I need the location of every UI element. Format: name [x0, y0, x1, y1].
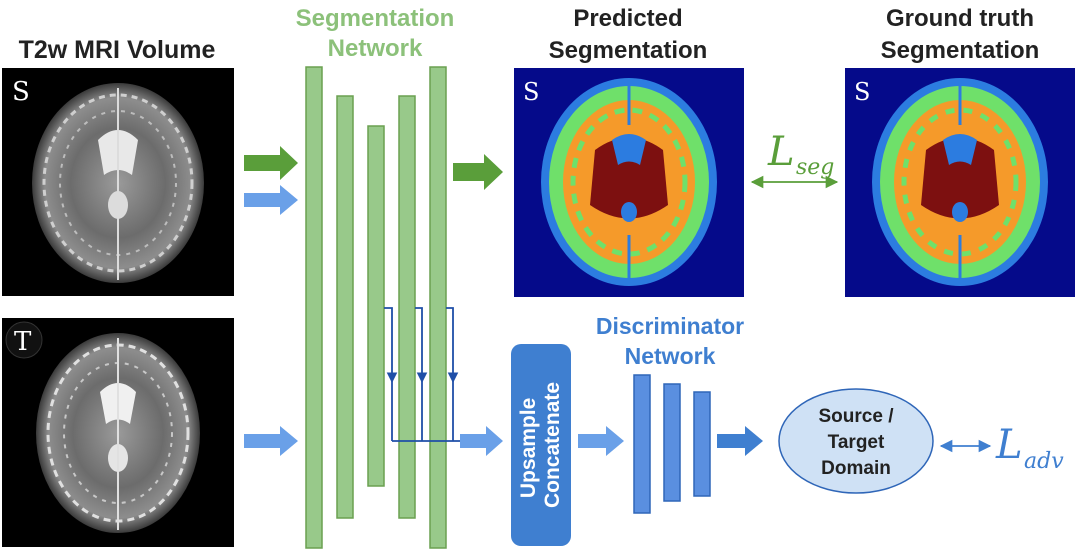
domain-label-line2: Target [828, 432, 885, 453]
adv-loss-symbol: L [995, 422, 1023, 468]
ground-truth-tag: S [854, 78, 870, 106]
target-tag: T [14, 327, 32, 357]
discriminator-layer-3 [693, 391, 711, 497]
seg-loss-subscript: seg [796, 155, 834, 180]
discriminator-layer-1 [633, 374, 651, 514]
predicted-title-line2: Segmentation [549, 37, 708, 64]
predicted-segmentation-image: S [514, 68, 744, 297]
segnet-layer-1 [305, 66, 323, 549]
domain-output-node: Source / Target Domain [778, 388, 934, 494]
upsample-concatenate-block: Upsample Concatenate [511, 344, 571, 546]
source-tag: S [12, 77, 30, 107]
feature-tap-lines [384, 307, 460, 442]
svg-text:L adv: L adv [995, 422, 1064, 474]
predicted-tag: S [523, 78, 539, 106]
segnet-output-arrow [453, 154, 503, 190]
domain-label-line1: Source / [819, 406, 895, 427]
discriminator-title-line2: Network [625, 343, 716, 369]
segnet-title-line1: Segmentation [296, 5, 455, 32]
source-mri-image: S [2, 68, 234, 296]
svg-text:Upsample Concatenate: Upsample Concatenate [517, 382, 564, 508]
segnet-layers [305, 66, 447, 549]
target-input-arrow-blue [244, 426, 298, 456]
seg-loss: L seg [750, 129, 839, 189]
segnet-layer-3 [367, 125, 385, 487]
svg-text:L seg: L seg [767, 129, 834, 180]
ground-truth-title-line2: Segmentation [881, 37, 1040, 64]
upsample-to-discriminator-arrow [578, 426, 624, 456]
segnet-layer-5 [429, 66, 447, 549]
segnet-layer-2 [336, 95, 354, 519]
source-input-arrow-green [244, 146, 298, 180]
predicted-title-line1: Predicted [573, 5, 682, 32]
source-input-arrow-blue [244, 185, 298, 215]
discriminator-layer-2 [663, 383, 681, 502]
seg-loss-symbol: L [767, 129, 795, 175]
mri-title: T2w MRI Volume [19, 36, 216, 64]
discriminator-title-line1: Discriminator [596, 313, 744, 339]
concatenate-label: Concatenate [541, 382, 564, 508]
segnet-layer-4 [398, 95, 416, 519]
adv-loss-subscript: adv [1024, 449, 1064, 474]
target-mri-image: T [2, 318, 234, 547]
upsample-label: Upsample [517, 398, 540, 498]
ground-truth-title-line1: Ground truth [886, 5, 1034, 32]
discriminator-layers [633, 374, 711, 514]
segnet-title-line2: Network [328, 35, 423, 62]
ground-truth-segmentation-image: S [845, 68, 1075, 297]
discriminator-output-arrow [717, 426, 763, 456]
adv-loss: L adv [939, 422, 1064, 474]
features-to-upsample-arrow [460, 426, 503, 456]
domain-label-line3: Domain [821, 458, 891, 479]
